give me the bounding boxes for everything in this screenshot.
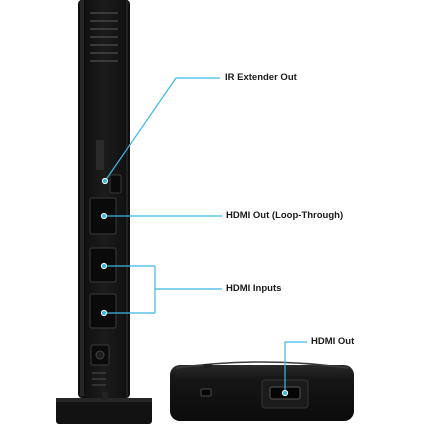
transmitter-tower — [78, 0, 130, 398]
leader-ir-extender — [104, 77, 220, 182]
label-ir-extender-out: IR Extender Out — [225, 72, 297, 83]
tower-stand — [56, 392, 152, 424]
dot-hdmi-out-loop — [100, 212, 108, 220]
ir-label-marks — [96, 140, 104, 170]
label-hdmi-out: HDMI Out — [311, 336, 355, 347]
receiver-box — [170, 361, 354, 421]
dot-hdmi-input-1 — [100, 262, 108, 270]
port-dots — [100, 177, 289, 397]
bottom-marking — [92, 372, 106, 386]
leader-lines — [104, 77, 307, 393]
dot-ir-extender — [101, 177, 109, 185]
top-marking — [90, 12, 118, 62]
dot-hdmi-input-2 — [100, 309, 108, 317]
leader-hdmi-out — [284, 341, 307, 393]
receiver-usb-port — [200, 388, 212, 397]
dot-hdmi-out — [281, 389, 289, 397]
label-hdmi-out-loop-through: HDMI Out (Loop-Through) — [226, 210, 344, 221]
ir-extender-port — [109, 174, 122, 194]
label-hdmi-inputs: HDMI Inputs — [226, 283, 282, 294]
